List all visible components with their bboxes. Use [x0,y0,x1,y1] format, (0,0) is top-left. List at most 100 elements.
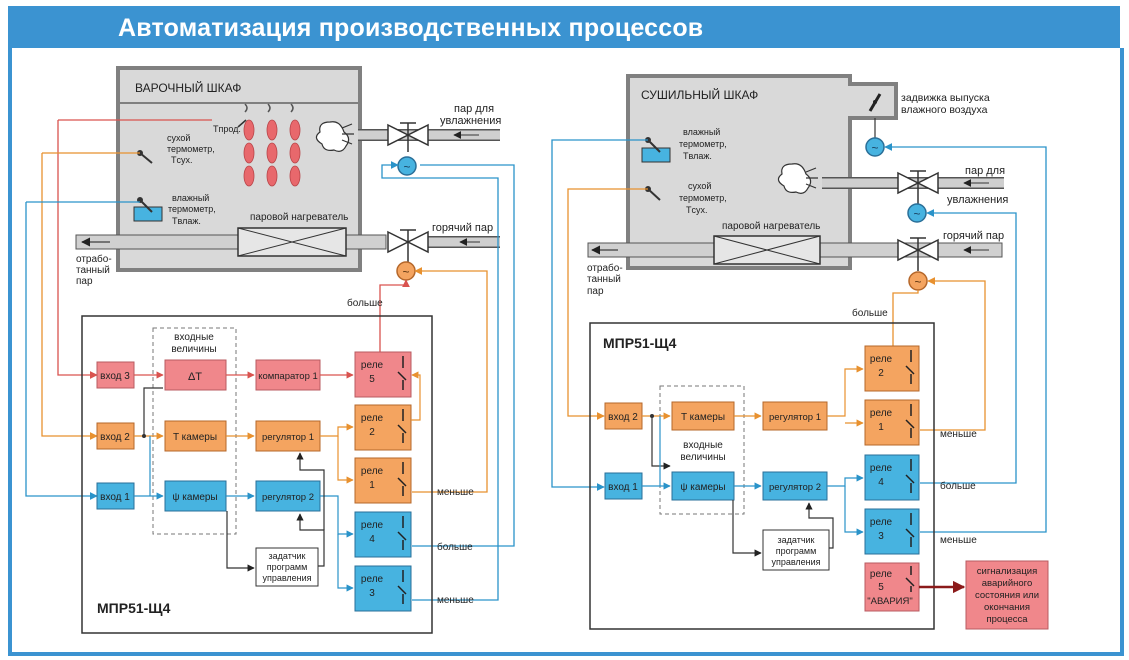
diagram-frame [8,48,1124,656]
svg-text:"АВАРИЯ": "АВАРИЯ" [867,596,912,607]
right-hot-valve-icon [897,237,939,271]
right-less-1: меньше [940,429,977,440]
right-dry-thermo-3: Tсух. [686,205,708,215]
t-prod-probe-icon [237,119,247,128]
right-wet-thermo-1: влажный [683,127,720,137]
svg-text:реле: реле [361,360,384,371]
left-reg1-label: регулятор 1 [262,432,314,443]
right-inputs-title-1: входные [683,440,723,451]
page-title: Автоматизация производственных процессов [118,14,704,42]
left-dry-thermo-3: Tсух. [171,155,193,165]
left-dt-block [164,359,227,391]
right-humid-actuator-icon: ~ [907,203,927,223]
right-less-2: меньше [940,535,977,546]
title-bar: Автоматизация производственных процессов [8,6,1120,48]
svg-text:~: ~ [871,141,878,155]
svg-text:реле: реле [361,520,384,531]
svg-text:4: 4 [878,477,884,488]
svg-text:3: 3 [878,531,884,542]
svg-text:реле: реле [361,413,384,424]
left-steam-humid-2: увлажнения [440,115,501,127]
left-hot-steam-label: горячий пар [432,222,493,234]
right-cabinet: СУШИЛЬНЫЙ ШКАФ [626,74,898,270]
left-in3-label: вход 3 [100,371,130,382]
svg-text:реле: реле [870,408,893,419]
right-steam-humid-2: увлажнения [947,194,1008,206]
right-wet-thermo-3: Tвлаж. [683,151,712,161]
right-heater-label: паровой нагреватель [722,221,820,232]
svg-text:реле: реле [870,463,893,474]
svg-text:1: 1 [369,480,375,491]
left-less-1: меньше [437,487,474,498]
right-relay-2: реле 2 [864,345,920,392]
left-humid-actuator-icon: ~ [397,156,417,176]
left-device-label: МПР51-Щ4 [97,600,171,616]
right-steam-cloud-icon [777,163,818,194]
left-reg2-label: регулятор 2 [262,492,314,503]
svg-text:реле: реле [870,569,893,580]
right-relay-1: реле 1 [864,399,920,446]
svg-text:2: 2 [369,427,375,438]
right-wet-thermometer-icon [641,137,671,163]
left-inputs-title-2: величины [171,344,216,355]
svg-text:1: 1 [878,422,884,433]
svg-text:реле: реле [361,574,384,585]
left-hot-actuator-icon: ~ [396,261,416,281]
right-cabinet-title: СУШИЛЬНЫЙ ШКАФ [641,87,758,102]
right-hot-actuator-icon: ~ [908,271,928,291]
left-relay-1: реле 1 [354,457,412,504]
left-reg1-block [255,420,321,452]
svg-text:~: ~ [914,275,921,289]
left-setter-3: управления [262,573,311,583]
right-reg1-label: регулятор 1 [769,412,821,423]
right-exhaust-2: танный [587,274,621,285]
left-in3-block [96,361,135,389]
left-humid-valve-icon [387,122,429,152]
left-dt-label: ΔT [188,371,202,383]
right-device-label: МПР51-Щ4 [603,335,677,351]
left-dry-thermo-2: термометр, [167,144,215,154]
right-reg1-block [762,401,828,431]
left-psi-label: ψ камеры [172,492,217,503]
left-setter-1: задатчик [269,551,306,561]
right-relay-4: реле 4 [864,454,920,501]
left-steam-humid-1: пар для [454,103,494,115]
right-setter-block [762,529,830,571]
left-wet-thermo-3: Tвлаж. [172,216,201,226]
right-in1-block [604,472,643,500]
right-setter-3: управления [771,557,820,567]
left-relay-4: реле 4 [354,511,412,558]
left-inputs-title-1: входные [174,332,214,343]
left-dry-thermo-1: сухой [167,133,190,143]
left-in2-block [96,422,135,450]
sausages-icon [243,103,301,187]
right-dry-thermo-2: термометр, [679,193,727,203]
left-exhaust-2: танный [76,265,110,276]
right-in1-label: вход 1 [608,482,638,493]
left-wet-thermo-2: термометр, [168,204,216,214]
left-in1-label: вход 1 [100,492,130,503]
left-more-2: больше [437,541,473,553]
left-hot-valve-icon [387,229,429,262]
right-inputs-title-2: величины [680,452,725,463]
left-exhaust-3: пар [76,276,93,287]
svg-text:реле: реле [361,466,384,477]
right-more-top: больше [852,307,888,319]
left-exhaust-1: отрабо- [76,253,112,265]
right-hot-steam-label: горячий пар [943,230,1004,242]
left-setter-block [255,547,319,587]
right-alarm-block [965,560,1049,630]
left-more-top: больше [347,297,383,309]
right-steam-humid-1: пар для [965,165,1005,177]
left-controller-box [81,315,433,634]
right-tcam-label: T камеры [681,412,725,423]
t-prod-label: Tпрод. [213,124,241,134]
right-controller-box [589,322,935,630]
svg-text:реле: реле [870,354,893,365]
right-damper-2: влажного воздуха [901,104,988,116]
right-damper-icon [868,93,882,112]
left-relay-2: реле 2 [354,404,412,451]
right-reg2-block [762,471,828,501]
right-wet-thermo-2: термометр, [679,139,727,149]
